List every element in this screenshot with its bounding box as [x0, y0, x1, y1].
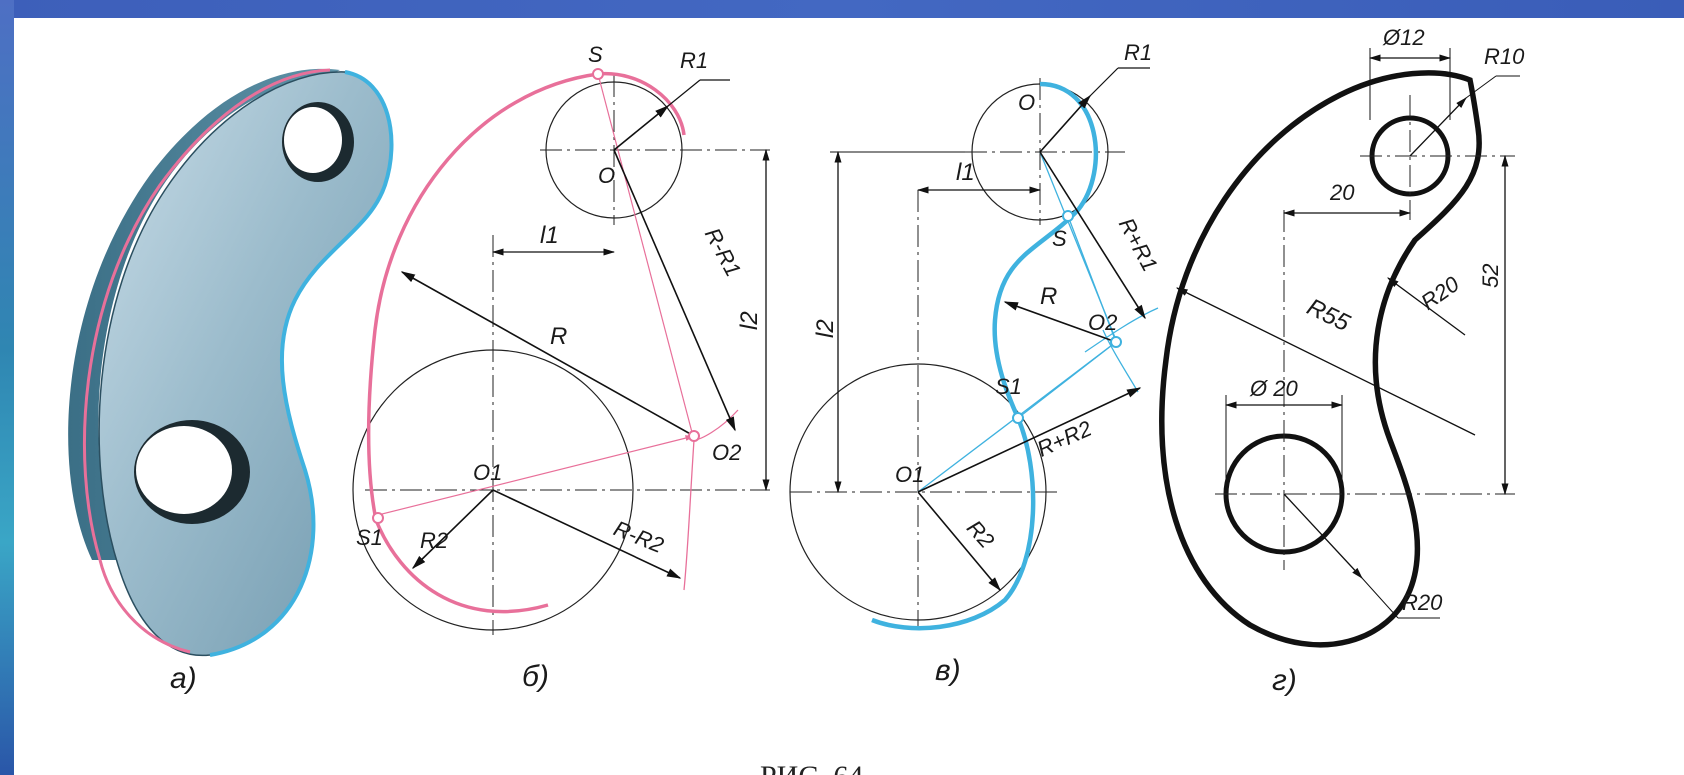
- label-s1: S1: [995, 374, 1022, 399]
- label-o: O: [598, 163, 615, 188]
- label-l1: l1: [540, 222, 559, 249]
- label-d20: Ø 20: [1249, 376, 1298, 401]
- part-upper-hole-inner: [284, 107, 342, 173]
- radius-r1-leader: [667, 79, 701, 107]
- figure-v-internal-conjugation: R1 O l1 S R+R1 l2 R O2 S1 R+R2 O1 R2 в): [789, 40, 1163, 687]
- point-s1: [1012, 412, 1024, 424]
- radius-r1: [1039, 94, 1091, 153]
- label-r1: R1: [680, 48, 708, 73]
- frame-top-border: [0, 0, 1684, 18]
- part-lower-hole-inner: [136, 426, 232, 514]
- figure-a-isometric-part: а): [68, 68, 394, 695]
- label-o2: O2: [712, 440, 741, 465]
- label-s: S: [1052, 226, 1067, 251]
- arc-r-outer: [366, 72, 599, 521]
- label-r-plus-r2: R+R2: [1033, 416, 1095, 462]
- radius-r-minus-r2: [492, 489, 682, 579]
- label-52: 52: [1478, 264, 1503, 288]
- label-r-plus-r1: R+R1: [1114, 214, 1163, 276]
- radius-r: [1003, 301, 1117, 343]
- dim-r10-ext: [1465, 75, 1497, 99]
- caption-g: г): [1272, 664, 1297, 697]
- line-s-o2: [1067, 215, 1117, 343]
- figure-g-dimensioned-drawing: Ø12 R10 20 R20 52 R55 Ø 20 R20 г): [1159, 25, 1525, 697]
- radius-r2: [411, 489, 494, 570]
- radius-r-plus-r1: [1039, 151, 1146, 320]
- label-d12: Ø12: [1382, 25, 1425, 50]
- label-r20-upper: R20: [1416, 271, 1464, 315]
- radius-r2: [917, 491, 1001, 592]
- part-pink-edge: [82, 68, 331, 561]
- dim-r20-lower-ext: [1361, 577, 1399, 619]
- locus-arc-lower: [683, 439, 695, 591]
- label-r55: R55: [1303, 293, 1355, 337]
- label-o2: O2: [1088, 310, 1117, 335]
- label-l2: l2: [812, 319, 839, 338]
- locus-arc-upper: [1084, 307, 1159, 353]
- blue-contour: [871, 81, 1098, 631]
- label-r2: R2: [962, 515, 999, 553]
- figure-number: РИС. 64: [760, 760, 863, 775]
- caption-v: в): [935, 654, 961, 687]
- label-l1: l1: [956, 159, 975, 186]
- label-r-minus-r1: R-R1: [700, 224, 746, 281]
- frame-left-border: [0, 0, 14, 775]
- label-r2: R2: [420, 528, 448, 553]
- line-s1-o2: [377, 435, 695, 516]
- outer-contour: [1159, 70, 1482, 648]
- label-r: R: [1040, 283, 1057, 310]
- locus-arc-lower: [1102, 329, 1139, 393]
- point-o2: [1110, 336, 1122, 348]
- dim-r20-lower-leader: [1283, 493, 1363, 579]
- label-o1: O1: [473, 460, 502, 485]
- line-s1-o2: [1017, 341, 1117, 419]
- label-s: S: [588, 42, 603, 67]
- label-r10: R10: [1484, 44, 1525, 69]
- radius-r-plus-r2: [917, 387, 1142, 493]
- dim-r55-leader: [1175, 287, 1476, 436]
- radius-r: [400, 271, 695, 437]
- part-pink-edge-lower: [98, 559, 191, 654]
- dim-r20-upper-leader: [1387, 277, 1466, 336]
- point-s: [592, 68, 604, 80]
- label-20: 20: [1329, 180, 1355, 205]
- part-blue-edge: [209, 70, 394, 657]
- radius-r-minus-r1: [613, 149, 736, 432]
- label-o1: O1: [895, 462, 924, 487]
- point-o2: [688, 430, 700, 442]
- arc-r1-part: [597, 71, 686, 136]
- point-s1: [372, 512, 384, 524]
- label-r20-lower: R20: [1402, 590, 1443, 615]
- line-s-o2: [597, 73, 695, 441]
- figure-b-external-conjugation: S R1 O l1 R-R1 l2 R O1 O2 S1 R2 R-R2 б): [352, 42, 770, 693]
- caption-b: б): [522, 660, 549, 693]
- caption-a: а): [170, 662, 197, 695]
- label-s1: S1: [356, 525, 383, 550]
- locus-arc-upper: [693, 409, 739, 441]
- point-s: [1062, 210, 1074, 222]
- part-side-face: [68, 68, 340, 561]
- arc-r2-part: [374, 519, 549, 614]
- label-l2: l2: [736, 311, 763, 330]
- dim-r10-leader: [1409, 97, 1467, 157]
- label-o: O: [1018, 90, 1035, 115]
- radius-r1-leader: [1089, 67, 1119, 97]
- label-r1: R1: [1124, 40, 1152, 65]
- label-r: R: [550, 323, 567, 350]
- radius-r1: [613, 105, 670, 151]
